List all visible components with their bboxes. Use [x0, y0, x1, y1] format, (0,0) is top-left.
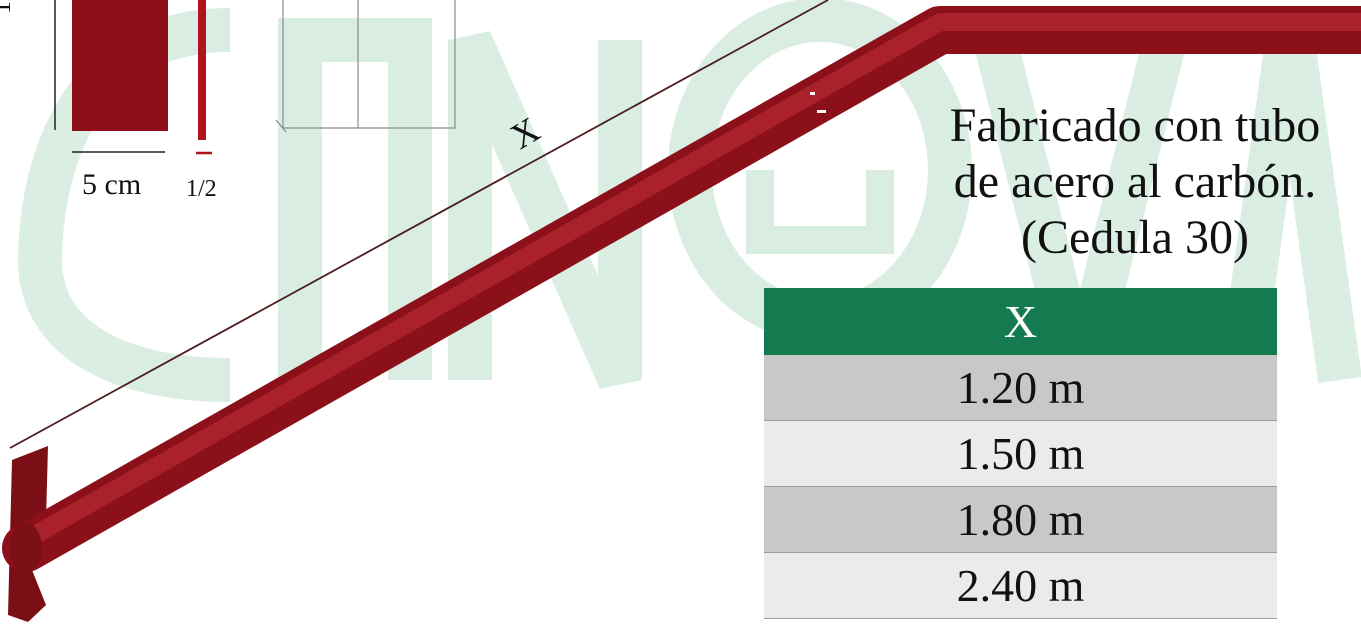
table-row: 1.50 m	[764, 420, 1277, 487]
profile-thin-bar	[198, 0, 206, 140]
table-row: 1.80 m	[764, 486, 1277, 553]
thickness-dimension-label: 1/2	[186, 176, 217, 202]
table-header-cell: X	[764, 288, 1277, 355]
description-line: de acero al carbón.	[953, 155, 1317, 208]
table-row: 1.20 m	[764, 355, 1277, 421]
length-dimension-line	[9, 0, 829, 449]
table-header-row: X	[764, 288, 1277, 355]
description-line: Fabricado con tubo	[949, 99, 1321, 152]
tube-mark	[817, 110, 826, 113]
handrail-tube-highlight	[17, 13, 1361, 549]
height-label-fragment: 1	[0, 1, 16, 14]
outline-sketch	[275, 0, 456, 133]
width-dimension-label: 5 cm	[82, 168, 142, 201]
table-row: 2.40 m	[764, 552, 1277, 619]
length-options-table: X 1.20 m 1.50 m 1.80 m 2.40 m	[764, 288, 1277, 619]
description-line: (Cedula 30)	[1021, 211, 1249, 264]
tube-end-cap	[10, 523, 42, 573]
table-cell: 1.50 m	[764, 420, 1277, 487]
table-cell: 1.20 m	[764, 355, 1277, 421]
table-cell: 1.80 m	[764, 486, 1277, 553]
profile-bar	[72, 0, 168, 131]
table-cell: 2.40 m	[764, 552, 1277, 619]
tube-mark	[810, 92, 815, 95]
material-description: Fabricado con tubo de acero al carbón. (…	[920, 98, 1350, 266]
